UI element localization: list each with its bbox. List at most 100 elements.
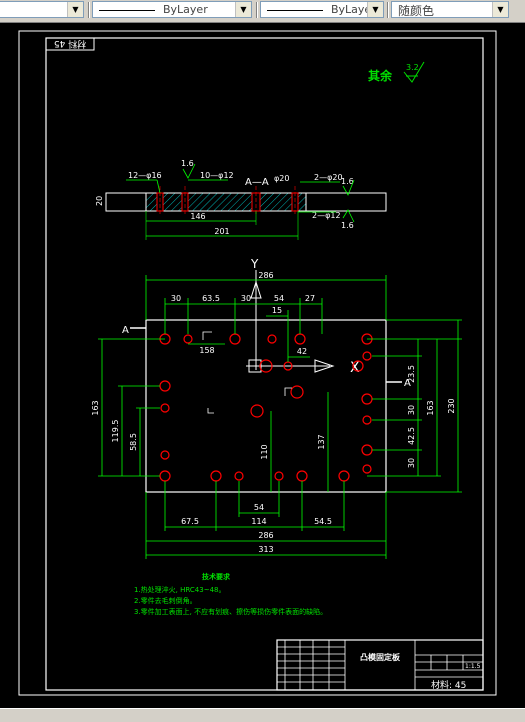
drawing-canvas[interactable]: 材料 45 其余 3.2 A—A 12—φ16 10—φ12 φ20 2—φ20… xyxy=(0,22,525,708)
hole xyxy=(362,415,372,425)
linetype-preview xyxy=(99,10,155,11)
y-axis-label: Y xyxy=(250,257,259,271)
bottom-dimension-lines xyxy=(145,481,387,559)
hole xyxy=(234,471,244,481)
section-plate-end-left xyxy=(105,192,147,212)
inner-border xyxy=(45,37,484,691)
hole xyxy=(296,470,308,482)
material-tag-text: 材料 45 xyxy=(54,38,86,50)
dim-bottom: 54 xyxy=(254,503,264,512)
hole xyxy=(361,393,373,405)
dim-bottom: 67.5 xyxy=(181,517,199,526)
hole xyxy=(267,334,277,344)
dim-right: 23.5 xyxy=(407,365,416,383)
lineweight-dropdown[interactable]: ByLayer ▼ xyxy=(260,1,384,18)
dim-left: 163 xyxy=(91,400,100,415)
toolbar-separator xyxy=(88,2,90,18)
dim-top: 286 xyxy=(258,271,273,280)
lineweight-label: ByLayer xyxy=(331,3,376,16)
color-label: 随颜色 xyxy=(398,4,435,18)
tech-line-2: 2.零件去毛刺倒角。 xyxy=(134,596,197,605)
corner-mark xyxy=(284,387,292,396)
chevron-down-icon[interactable]: ▼ xyxy=(492,2,508,17)
material-tag-box xyxy=(45,37,95,51)
left-dimension-lines xyxy=(98,338,165,477)
hole xyxy=(290,385,304,399)
plate-outline xyxy=(145,319,387,493)
material-value: 材料: 45 xyxy=(431,679,466,691)
roughness-a-icon xyxy=(182,163,196,179)
hole xyxy=(250,404,264,418)
section-hole-label-2: 10—φ12 xyxy=(200,171,234,180)
dim-right: 42.5 xyxy=(407,427,416,445)
dim-bottom: 54.5 xyxy=(314,517,332,526)
section-thickness: 20 xyxy=(95,196,104,206)
technical-requirements: 技术要求 1.热处理淬火, HRC43~48。 2.零件去毛刺倒角。 3.零件加… xyxy=(134,572,327,616)
roughness-c-icon xyxy=(342,209,355,223)
dim-top: 15 xyxy=(272,306,282,315)
dim-bottom: 286 xyxy=(258,531,273,540)
hole xyxy=(159,470,171,482)
chevron-down-icon[interactable]: ▼ xyxy=(235,2,251,17)
dim-top: 30 xyxy=(171,294,181,303)
hole xyxy=(361,444,373,456)
roughness-value: 3.2 xyxy=(406,63,419,72)
section-hole-label-1: 12—φ16 xyxy=(128,171,162,180)
dim-bottom: 313 xyxy=(258,545,273,554)
sheet-border xyxy=(18,30,497,696)
section-mark-left: A xyxy=(122,325,129,336)
hole xyxy=(259,359,273,373)
origin-marker xyxy=(248,359,262,373)
roughness-b-icon xyxy=(342,179,355,196)
dim-right: 230 xyxy=(447,398,456,413)
dim-bottom: 114 xyxy=(251,517,266,526)
hole xyxy=(352,360,364,372)
section-hole-label-3: φ20 xyxy=(274,174,289,183)
dim-left: 119.5 xyxy=(111,420,120,443)
roughness-b-label: 1.6 xyxy=(341,177,354,186)
chevron-down-icon[interactable]: ▼ xyxy=(67,2,83,17)
tech-title: 技术要求 xyxy=(202,572,231,581)
toolbar-separator xyxy=(387,2,389,18)
right-dimension-lines xyxy=(367,319,462,493)
dim-top: 158 xyxy=(199,346,214,355)
title-block xyxy=(276,639,484,691)
properties-toolbar: ▼ ByLayer ▼ ByLayer ▼ 随颜色 ▼ xyxy=(0,0,525,23)
roughness-a-label: 1.6 xyxy=(181,159,194,168)
linetype-label: ByLayer xyxy=(163,3,208,16)
hole xyxy=(183,334,193,344)
plan-view: Y X A A xyxy=(91,257,462,559)
section-hole-label-5: 2—φ12 xyxy=(312,211,341,220)
chevron-down-icon[interactable]: ▼ xyxy=(367,2,383,17)
middle-dimension-lines xyxy=(270,392,329,492)
dim-top: 30 xyxy=(241,294,251,303)
dim-mid: 110 xyxy=(260,444,269,459)
tech-line-1: 1.热处理淬火, HRC43~48。 xyxy=(134,585,225,594)
section-mark-right: A xyxy=(404,378,411,389)
hole xyxy=(362,464,372,474)
roughness-symbol-icon xyxy=(403,61,425,83)
dim-right: 163 xyxy=(426,400,435,415)
dim-146: 146 xyxy=(190,212,205,221)
hole xyxy=(362,351,372,361)
section-title: A—A xyxy=(245,177,269,188)
layer-dropdown[interactable]: ▼ xyxy=(0,1,84,18)
toolbar-separator xyxy=(256,2,258,18)
scale-value: 1:1.5 xyxy=(465,663,481,670)
top-dimension-lines xyxy=(145,275,387,362)
hole xyxy=(159,380,171,392)
dim-right: 30 xyxy=(407,458,416,468)
color-dropdown[interactable]: 随颜色 ▼ xyxy=(391,1,509,18)
hole xyxy=(229,333,241,345)
hole xyxy=(294,333,306,345)
corner-mark xyxy=(207,408,214,414)
hole xyxy=(274,471,284,481)
linetype-dropdown[interactable]: ByLayer ▼ xyxy=(92,1,252,18)
dim-right: 30 xyxy=(407,405,416,415)
section-hole-label-4: 2—φ20 xyxy=(314,173,343,182)
y-axis-arrow-icon xyxy=(250,280,262,299)
plate-outline-inner xyxy=(145,319,387,493)
dim-top: 54 xyxy=(274,294,284,303)
corner-mark xyxy=(202,331,212,340)
hole xyxy=(160,403,170,413)
